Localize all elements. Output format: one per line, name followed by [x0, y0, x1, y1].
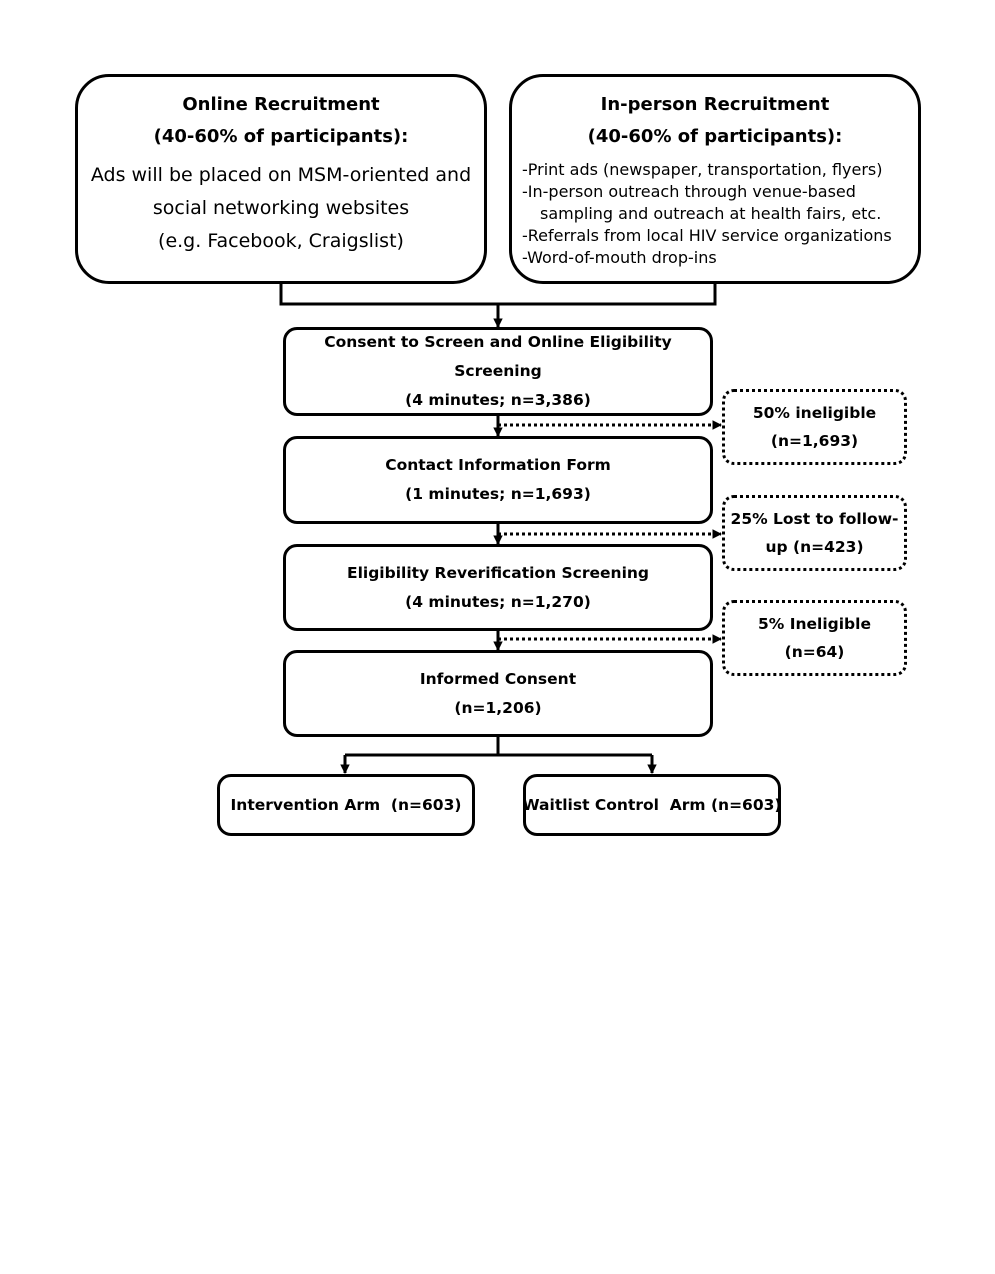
contact-form-box: Contact Information Form (1 minutes; n=1… [283, 436, 713, 524]
contact-form-title: Contact Information Form [385, 456, 611, 474]
reverification-box: Eligibility Reverification Screening (4 … [283, 544, 713, 631]
reverification-title: Eligibility Reverification Screening [346, 563, 650, 582]
informed-consent-count: (n=1,206) [454, 698, 542, 717]
inperson-method-item: -In-person outreach through venue-based … [522, 182, 882, 223]
consent-screening-box: Consent to Screen and Online Eligibility… [283, 327, 713, 416]
exit-ineligible-box: 50% ineligible (n=1,693) [722, 389, 907, 465]
intervention-arm-box: Intervention Arm (n=603) [217, 774, 475, 836]
exit-ineligible-label: 50% ineligible [752, 404, 877, 422]
informed-consent-title: Informed Consent [419, 669, 577, 688]
exit-reverify-ineligible-box: 5% Ineligible (n=64) [722, 600, 907, 676]
inperson-methods-list: -Print ads (newspaper, transportation, f… [512, 159, 918, 269]
control-arm-box: Waitlist Control Arm (n=603) [522, 774, 782, 836]
inperson-recruitment-box: In-person Recruitment (40-60% of partici… [509, 74, 921, 284]
inperson-method-item: -Print ads (newspaper, transportation, f… [522, 160, 883, 179]
control-arm-label: Waitlist Control Arm (n=603) [522, 795, 782, 814]
consent-screening-title: Consent to Screen and Online Eligibility… [324, 333, 672, 380]
consent-screening-count: (4 minutes; n=3,386) [405, 391, 591, 409]
online-recruitment-share: (40-60% of participants): [153, 126, 409, 147]
inperson-recruitment-title: In-person Recruitment [600, 94, 830, 115]
reverification-count: (4 minutes; n=1,270) [405, 592, 591, 611]
exit-lost-followup-count: up (n=423) [765, 538, 864, 556]
exit-reverify-ineligible-label: 5% Ineligible [758, 615, 871, 633]
online-desc-line: social networking websites [152, 197, 410, 219]
intervention-arm-label: Intervention Arm (n=603) [230, 795, 462, 814]
inperson-recruitment-share: (40-60% of participants): [587, 126, 843, 147]
online-recruitment-box: Online Recruitment (40-60% of participan… [75, 74, 487, 284]
exit-lost-followup-label: 25% Lost to follow- [730, 510, 899, 528]
online-recruitment-title: Online Recruitment [182, 94, 380, 115]
inperson-method-item: -Word-of-mouth drop-ins [522, 248, 717, 267]
exit-lost-followup-box: 25% Lost to follow- up (n=423) [722, 495, 907, 571]
recruitment-merge-line [279, 283, 717, 306]
online-recruitment-description: Ads will be placed on MSM-oriented and s… [91, 159, 471, 258]
contact-form-count: (1 minutes; n=1,693) [405, 485, 591, 503]
exit-ineligible-count: (n=1,693) [770, 432, 859, 450]
online-desc-line: (e.g. Facebook, Craigslist) [158, 230, 404, 252]
inperson-method-item: -Referrals from local HIV service organi… [522, 226, 892, 245]
informed-consent-box: Informed Consent (n=1,206) [283, 650, 713, 737]
online-desc-line: Ads will be placed on MSM-oriented and [90, 164, 472, 186]
exit-reverify-ineligible-count: (n=64) [784, 643, 845, 661]
